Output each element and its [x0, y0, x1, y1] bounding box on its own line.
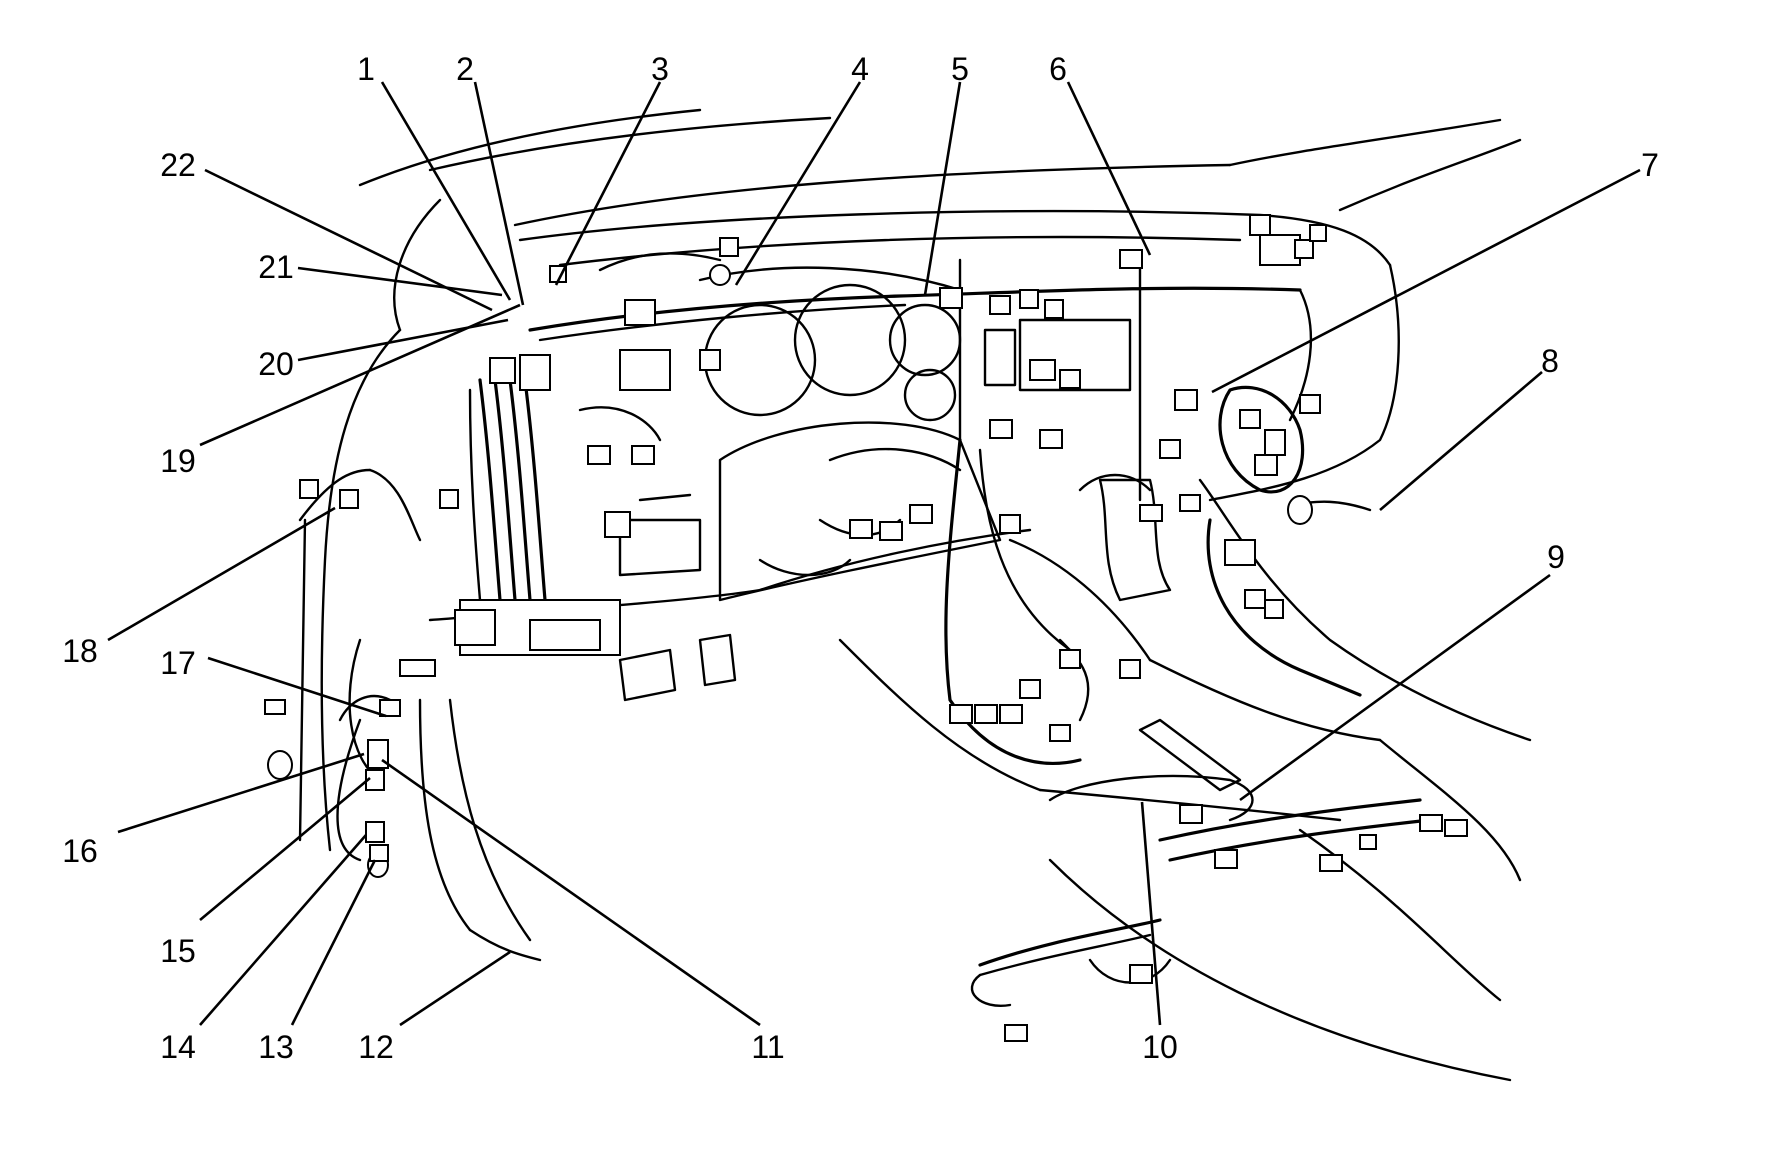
callout-10: 10: [1142, 1029, 1178, 1065]
leader-11: [381, 758, 761, 1027]
callout-7: 7: [1641, 147, 1659, 183]
dashboard-outline: [298, 108, 1532, 1082]
callout-9: 9: [1547, 539, 1565, 575]
callout-1: 1: [357, 51, 375, 87]
callout-15: 15: [160, 933, 196, 969]
callout-22: 22: [160, 147, 196, 183]
callout-5: 5: [951, 51, 969, 87]
leader-1: [380, 81, 512, 301]
leader-13: [290, 859, 377, 1026]
leader-4: [734, 81, 862, 286]
leader-22: [204, 168, 493, 312]
leader-6: [1066, 81, 1152, 256]
leader-14: [199, 834, 367, 1026]
leader-3: [554, 81, 662, 286]
wiring-harness: [298, 252, 1432, 1007]
leader-7: [1211, 168, 1641, 394]
leader-9: [1239, 573, 1551, 802]
leader-8: [1379, 371, 1543, 511]
leader-20: [297, 318, 509, 362]
callout-6: 6: [1049, 51, 1067, 87]
leader-5: [923, 81, 962, 296]
callout-8: 8: [1541, 343, 1559, 379]
callout-16: 16: [62, 833, 98, 869]
callout-leaders: [107, 81, 1641, 1027]
callout-12: 12: [358, 1029, 394, 1065]
leader-18: [107, 506, 336, 642]
callout-19: 19: [160, 443, 196, 479]
harness-connectors: [264, 214, 1468, 1042]
callout-11: 11: [751, 1029, 784, 1065]
callout-labels: 1 2 3 4 5 6 7 8 9 10 11 12 13 14 15 16 1…: [62, 51, 1659, 1065]
leader-21: [297, 266, 503, 297]
callout-13: 13: [258, 1029, 294, 1065]
callout-3: 3: [651, 51, 669, 87]
leader-10: [1140, 801, 1162, 1026]
leader-17: [207, 656, 387, 718]
callout-14: 14: [160, 1029, 196, 1065]
callout-4: 4: [851, 51, 869, 87]
leader-15: [199, 777, 371, 921]
leader-12: [399, 950, 511, 1027]
callout-20: 20: [258, 346, 294, 382]
callout-2: 2: [456, 51, 474, 87]
callout-21: 21: [258, 249, 294, 285]
leader-16: [117, 752, 365, 834]
callout-17: 17: [160, 645, 196, 681]
leader-2: [473, 81, 525, 306]
callout-18: 18: [62, 633, 98, 669]
